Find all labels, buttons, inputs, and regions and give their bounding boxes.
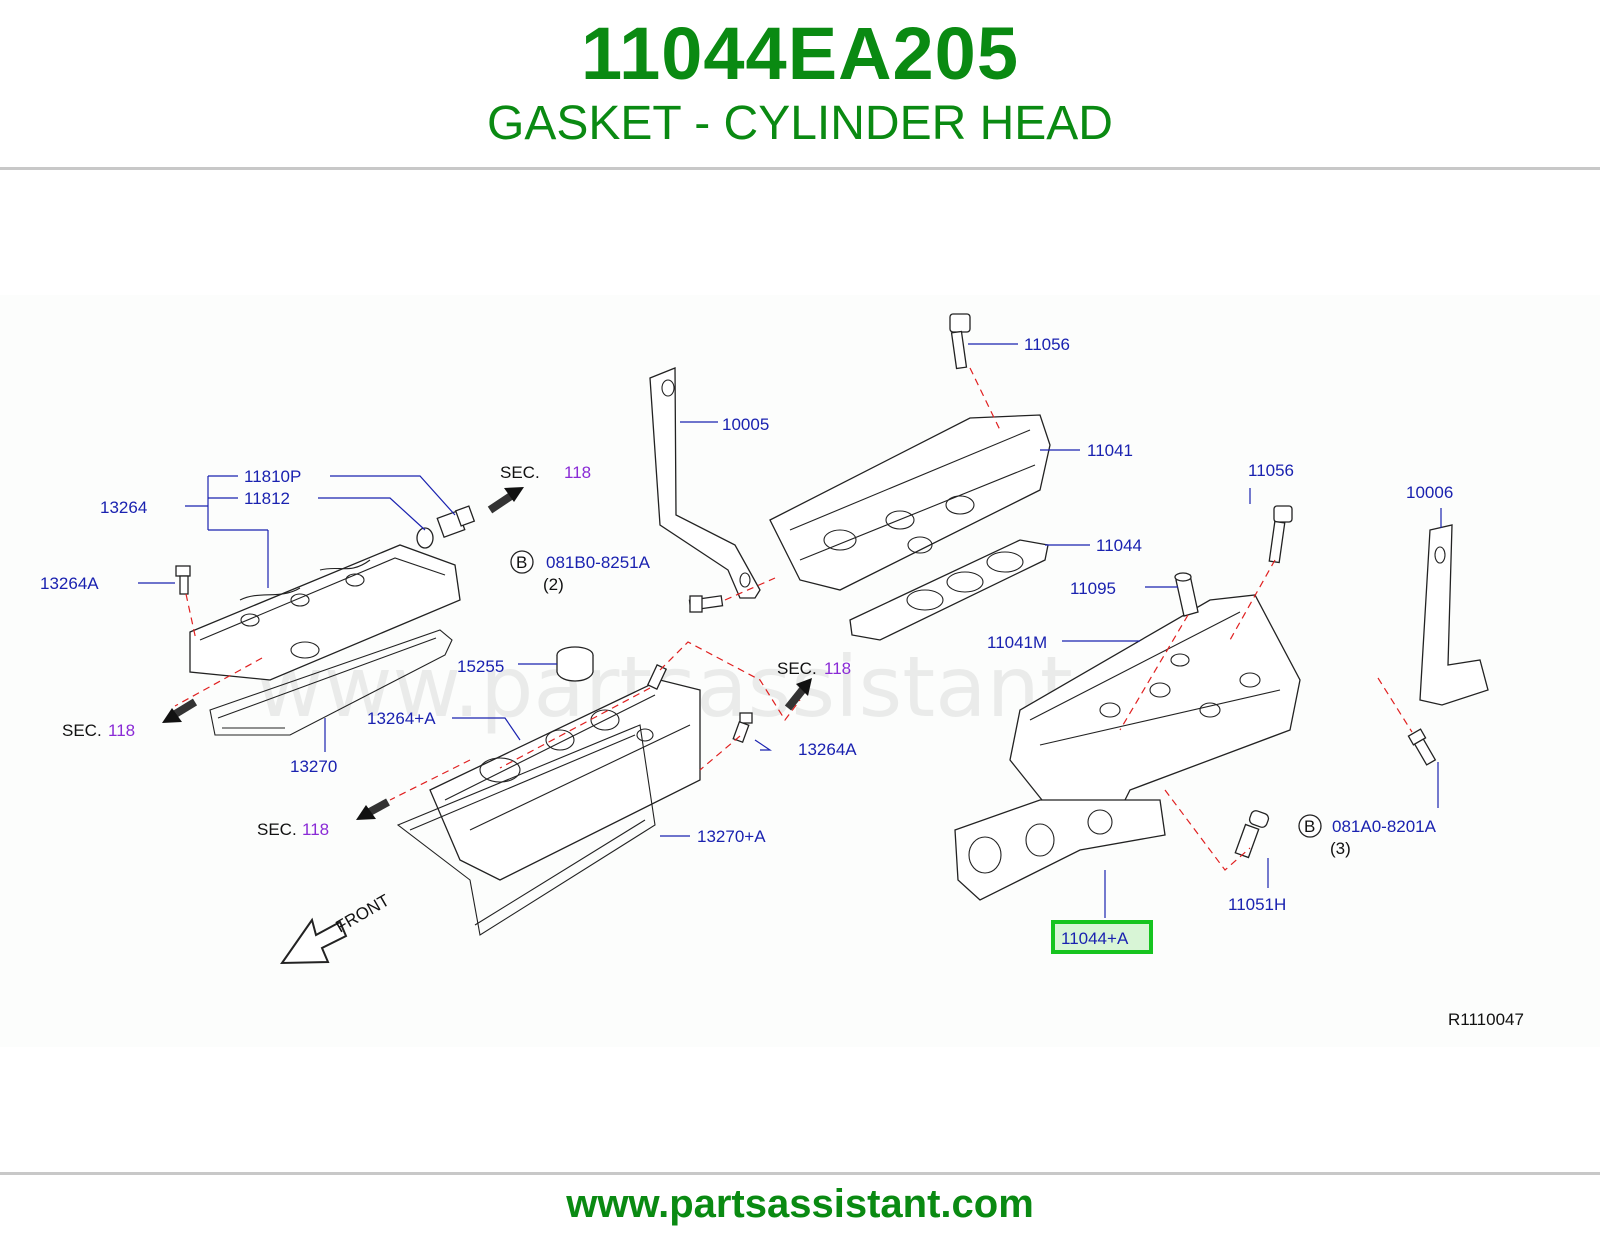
callout-10006: 10006 <box>1406 483 1453 502</box>
dash-guide <box>499 687 651 769</box>
callout-13264-plus-a: 13264+A <box>367 709 436 728</box>
dash-guide <box>389 759 471 801</box>
bolt-ref-marker-letter: B <box>1304 817 1315 836</box>
sec-label-left: SEC. <box>62 721 102 740</box>
sec-118-arrow-left <box>162 698 198 723</box>
callout-11056-right: 11056 <box>1248 461 1294 480</box>
bolt-ref-part-number: 081A0-8201A <box>1332 817 1437 836</box>
oil-filler-cap-part <box>556 646 594 682</box>
callout-13270-plus-a: 13270+A <box>697 827 766 846</box>
callout-13264a-mid: 13264A <box>798 740 857 759</box>
bolt-ref-marker-b <box>510 550 534 574</box>
sec-number-mid: 118 <box>824 659 851 678</box>
left-rocker-cover-part <box>189 544 461 681</box>
callout-11051h: 11051H <box>1228 895 1286 914</box>
highlight-box <box>1051 920 1153 954</box>
sec-number-bottom: 118 <box>302 820 329 839</box>
bolt-11056-right-part <box>1268 505 1293 564</box>
dash-guide <box>699 735 741 771</box>
callout-11041: 11041 <box>1087 441 1133 460</box>
dash-guide <box>1119 614 1189 731</box>
front-direction-arrow <box>280 917 348 965</box>
callout-11044-plus-a-highlighted[interactable]: 11044+A <box>1061 929 1129 948</box>
parts-diagram: www.partsassistant.com 11810P 11812 1326… <box>40 313 1524 1029</box>
leader-line <box>330 475 456 516</box>
sec-label-top: SEC. <box>500 463 540 482</box>
sec-label-mid: SEC. <box>777 659 817 678</box>
callout-11095: 11095 <box>1070 579 1116 598</box>
bolt-081a0-part <box>1407 728 1437 766</box>
sec-118-arrow-top <box>487 487 524 514</box>
bolt-13264a-left-part <box>175 565 191 595</box>
head-gasket-11044plusa-part <box>954 799 1166 901</box>
dash-guide <box>724 577 776 601</box>
bolt-081b0-part <box>688 595 724 613</box>
bolt-ref-quantity: (2) <box>543 575 564 594</box>
right-rocker-gasket-part <box>396 724 656 936</box>
footer-divider <box>0 1172 1600 1175</box>
head-gasket-11044-part <box>849 539 1049 641</box>
sec-118-arrow-mid <box>784 678 812 711</box>
sec-number-top: 118 <box>564 463 591 482</box>
bolt-ref-part-number: 081B0-8251A <box>546 553 651 572</box>
part-number-title: 11044EA205 <box>581 12 1019 95</box>
left-rocker-gasket-part <box>209 629 453 736</box>
leader-line <box>318 497 426 531</box>
bolt-ref-marker-letter: B <box>516 553 527 572</box>
figure-code: R1110047 <box>1448 1010 1524 1029</box>
sec-label-bottom: SEC. <box>257 820 297 839</box>
cylinder-head-11041m-part <box>1009 594 1301 811</box>
bolt-11056-top-part <box>949 313 971 370</box>
callout-11041m: 11041M <box>987 633 1047 652</box>
front-label: FRONT <box>333 891 393 937</box>
part-description: GASKET - CYLINDER HEAD <box>487 97 1113 150</box>
plug-11051h-part <box>1234 810 1270 859</box>
engine-hanger-10006-part <box>1419 524 1489 706</box>
sec-number-left: 118 <box>108 721 135 740</box>
bolt-13264a-mid-part <box>732 712 753 744</box>
bolt-ref-quantity: (3) <box>1330 839 1351 858</box>
cylinder-head-11041-part <box>769 414 1051 591</box>
dash-guide <box>1164 789 1251 871</box>
dash-guide <box>1377 677 1413 733</box>
callout-11812: 11812 <box>244 489 290 508</box>
callout-11044: 11044 <box>1096 536 1142 555</box>
pcv-valve-part <box>416 505 476 549</box>
callout-15255: 15255 <box>457 657 504 676</box>
dowel-pin-11095-part <box>1174 572 1199 617</box>
page-header: 11044EA205 GASKET - CYLINDER HEAD <box>0 0 1600 168</box>
dash-guide <box>185 593 197 641</box>
dash-guide <box>659 641 801 722</box>
footer-url-link[interactable]: www.partsassistant.com <box>566 1182 1034 1226</box>
callout-13270: 13270 <box>290 757 337 776</box>
bolt-ref-marker-b <box>1298 814 1322 838</box>
dash-guide <box>1229 559 1276 641</box>
callout-11056-top: 11056 <box>1024 335 1070 354</box>
callout-11810p: 11810P <box>244 467 301 486</box>
header-divider <box>0 167 1600 170</box>
callout-13264a-left: 13264A <box>40 574 99 593</box>
dash-guide <box>174 657 263 707</box>
bolt-13264plusa-part <box>646 664 668 690</box>
callout-10005: 10005 <box>722 415 769 434</box>
sec-118-arrow-bottom <box>356 798 390 820</box>
callout-13264: 13264 <box>100 498 147 517</box>
leader-line <box>754 739 772 751</box>
leader-line <box>452 717 521 741</box>
engine-hanger-10005-part <box>649 367 761 599</box>
